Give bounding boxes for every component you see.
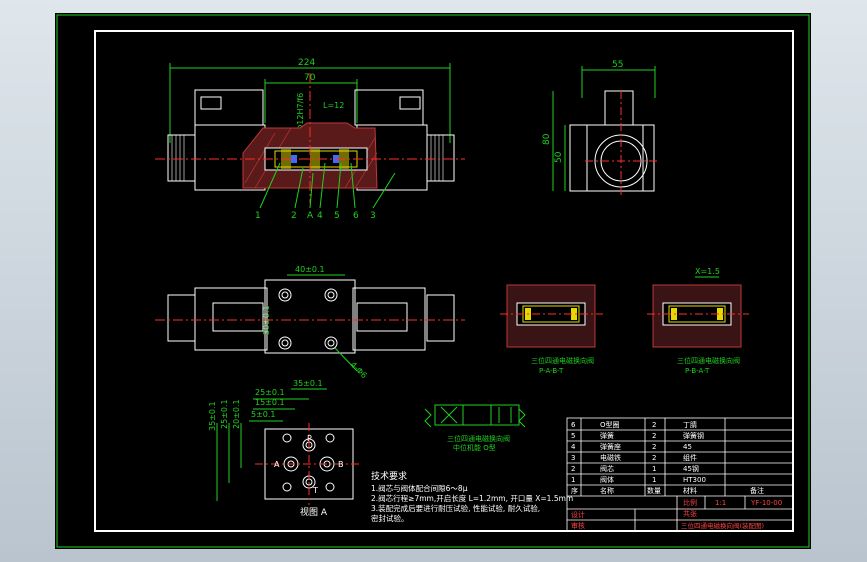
bom-row-6-mat: 丁腈	[683, 420, 697, 429]
callout-a: A	[307, 211, 314, 221]
port-a: A	[274, 460, 280, 469]
port-dim-6: 20±0.1	[232, 399, 241, 429]
tb-checker-label: 审核	[571, 521, 585, 530]
dim-side-height: 80	[542, 133, 552, 145]
port-t: T	[312, 486, 318, 495]
bom-row-2-mat: 45钢	[683, 464, 699, 473]
bom-row-6-name: O型圈	[600, 420, 620, 429]
port-view-a: 35±0.1 25±0.1 15±0.1 5±0.1 35±0.1 25±0.1…	[208, 379, 360, 518]
bom-header-mat: 材料	[683, 486, 697, 495]
valve-symbol: 三位四通电磁换向阀 中位机能 O型	[424, 404, 526, 452]
bom-row-3-qty: 2	[652, 454, 656, 462]
dim-top-spacing: 40±0.1	[295, 265, 325, 274]
bom-row-1-qty: 1	[652, 476, 656, 484]
section-view-right: X=1.5 三位四通电磁换向阀 P-B-A-T	[647, 267, 749, 375]
title-block	[566, 417, 794, 532]
tb-title: 三位四通电磁换向阀(装配图)	[681, 521, 764, 530]
bom-row-3-mat: 组件	[683, 453, 697, 462]
port-dim-4: 35±0.1	[208, 401, 217, 431]
port-dim-1: 25±0.1	[255, 388, 285, 397]
bom-row-3-name: 电磁铁	[600, 453, 621, 462]
dim-section-x: X=1.5	[695, 267, 720, 276]
port-dim-5: 25±0.1	[220, 399, 229, 429]
bom-row-6-no: 6	[571, 421, 576, 429]
tech-notes-title: 技术要求	[371, 470, 407, 482]
tb-scale-value: 1:1	[715, 499, 726, 507]
bom-row-4-no: 4	[571, 443, 576, 451]
bom-header-no: 序	[571, 486, 578, 495]
callout-6: 6	[353, 211, 359, 221]
bom-row-4-qty: 2	[652, 443, 656, 451]
tech-notes: 技术要求 1.阀芯与阀体配合间隙6～8μ 2.阀芯行程≥7mm,开启长度 L=1…	[371, 470, 573, 523]
dim-side-width: 55	[612, 60, 623, 70]
outer-border	[56, 14, 810, 548]
dim-overall: 224	[298, 58, 315, 68]
dim-side-center: 50	[554, 151, 564, 163]
tech-note-3: 3.装配完成后要进行耐压试验, 性能试验, 耐久试验,	[371, 503, 540, 513]
port-view-title: 视图 A	[300, 506, 328, 518]
drawing-frame	[94, 30, 794, 532]
bom-row-1-name: 阀体	[600, 475, 614, 484]
bom-header-name: 名称	[600, 486, 614, 495]
bom-row-1-mat: HT300	[683, 476, 706, 484]
tb-scale-label: 比例	[683, 498, 697, 507]
hole-note: 4-Φ6	[349, 360, 369, 380]
port-dim-0: 35±0.1	[293, 379, 323, 388]
bom-row-2-no: 2	[571, 465, 575, 473]
callout-4: 4	[317, 211, 323, 221]
bom-row-2-qty: 1	[652, 465, 656, 473]
drawing-sheet: 224 70 Φ12H7/f6 L=12	[55, 13, 811, 549]
dim-shaft: Φ12H7/f6	[296, 93, 305, 131]
bom-row-5-qty: 2	[652, 432, 656, 440]
tech-note-2: 2.阀芯行程≥7mm,开启长度 L=1.2mm, 开口量 X=1.5mm	[371, 493, 573, 503]
callout-5: 5	[334, 211, 340, 221]
bom-row-4-name: 弹簧座	[600, 442, 621, 451]
side-view: 55 80 50	[542, 60, 657, 198]
callout-2: 2	[291, 211, 297, 221]
section-left-caption-2: P-A-B-T	[539, 367, 564, 375]
bom-row-2-name: 阀芯	[600, 464, 614, 473]
callout-1: 1	[255, 211, 261, 221]
bom-row-5-no: 5	[571, 432, 575, 440]
port-dim-2: 15±0.1	[255, 398, 285, 407]
port-p: P	[307, 434, 312, 443]
symbol-caption-2: 中位机能 O型	[453, 443, 496, 452]
tech-note-1: 1.阀芯与阀体配合间隙6～8μ	[371, 483, 468, 493]
bom-table: 6 O型圈 2 丁腈 5 弹簧 2 弹簧钢 4 弹簧座 2 45 3 电磁铁 2…	[571, 420, 782, 530]
top-view: 40±0.1 30±0.1 4-Φ6	[155, 265, 465, 380]
bom-row-5-name: 弹簧	[600, 431, 614, 440]
section-left-caption-1: 三位四通电磁换向阀	[531, 356, 594, 365]
section-right-caption-1: 三位四通电磁换向阀	[677, 356, 740, 365]
bom-row-6-qty: 2	[652, 421, 656, 429]
tb-designer-label: 设计	[571, 510, 585, 519]
bom-row-1-no: 1	[571, 476, 575, 484]
symbol-caption-1: 三位四通电磁换向阀	[447, 434, 510, 443]
dim-gap: L=12	[323, 101, 344, 110]
port-b: B	[338, 460, 344, 469]
bom-header-qty: 数量	[647, 486, 661, 495]
bom-header-note: 备注	[750, 486, 764, 495]
bom-row-4-mat: 45	[683, 443, 692, 451]
bom-row-3-no: 3	[571, 454, 575, 462]
section-view-left: 三位四通电磁换向阀 P-A-B-T	[500, 284, 603, 375]
tb-drawing-no: YF-10-00	[750, 499, 782, 507]
callout-3: 3	[370, 211, 376, 221]
section-right-caption-2: P-B-A-T	[685, 367, 710, 375]
tb-sheet-label: 共张	[683, 509, 697, 518]
tech-note-4: 密封试验。	[371, 513, 409, 523]
port-dim-3: 5±0.1	[251, 410, 276, 419]
bom-row-5-mat: 弹簧钢	[683, 431, 704, 440]
front-view: 224 70 Φ12H7/f6 L=12	[155, 58, 465, 221]
